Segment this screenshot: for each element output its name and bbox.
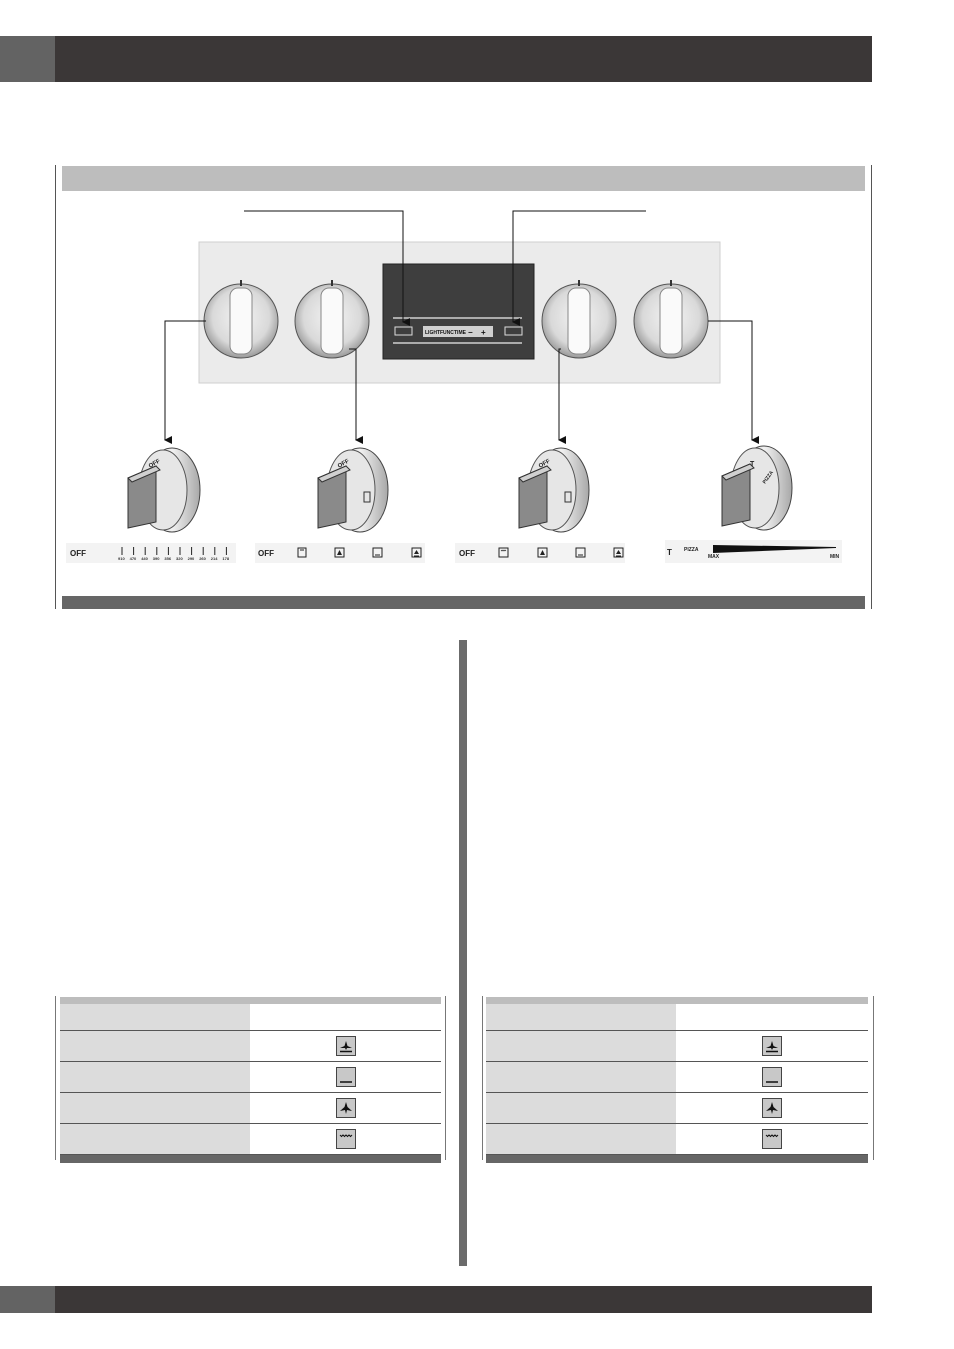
table-row xyxy=(60,1092,441,1124)
temp-tick-label: 910 xyxy=(118,556,125,561)
detail-knob-3: OFF xyxy=(518,447,590,533)
power-wedge xyxy=(713,545,836,553)
scale-min-label: MIN xyxy=(830,554,840,560)
table-row xyxy=(60,1061,441,1093)
knob-t-label: T xyxy=(750,461,755,468)
callout-line-left xyxy=(244,210,410,326)
table-row xyxy=(486,1030,868,1062)
table-row xyxy=(486,1061,868,1093)
bottom-heat-icon xyxy=(335,1067,356,1087)
callout-line-right xyxy=(512,210,646,326)
knob-off-label: OFF xyxy=(337,458,351,469)
function-table-right xyxy=(486,997,868,1163)
table-row xyxy=(486,1123,868,1155)
table-row xyxy=(60,1030,441,1062)
scale-strip-1: OFF 910 470 440 390 356 320 290 260 214 178 xyxy=(66,543,236,563)
table-top-bar xyxy=(60,997,441,1004)
table-row xyxy=(60,1123,441,1155)
temp-tick-label: 290 xyxy=(188,556,195,561)
table-top-bar xyxy=(486,997,868,1004)
footer-bar xyxy=(55,1286,872,1313)
knob-off-label: OFF xyxy=(148,458,162,469)
scale-off-label: OFF xyxy=(459,549,475,558)
display-func-label: FUNC xyxy=(440,330,454,336)
header-bar xyxy=(55,36,872,82)
scale-strip-2: OFF xyxy=(255,543,425,563)
electronic-display: LIGHT FUNC TIME − + xyxy=(382,263,535,360)
callout-knob-2 xyxy=(349,348,363,444)
function-table-left-frame xyxy=(55,996,446,1160)
function-table-left xyxy=(60,997,441,1163)
panel-knob-2 xyxy=(294,280,370,359)
callout-knob-4 xyxy=(708,320,759,444)
figure-bottom-bar xyxy=(62,596,865,609)
figure-title-bar xyxy=(62,166,865,191)
scale-strip-3: OFF xyxy=(455,543,625,563)
bottom-heat-icon xyxy=(762,1067,782,1087)
scale-max-label: MAX xyxy=(708,554,720,560)
panel-knob-4 xyxy=(633,280,709,359)
header-tab xyxy=(0,36,55,82)
scale-t-label: T xyxy=(667,548,672,557)
table-row xyxy=(486,1092,868,1124)
table-header-row xyxy=(486,1004,868,1031)
table-header-row xyxy=(60,1004,441,1031)
temp-tick-label: 356 xyxy=(164,556,171,561)
temp-tick-label: 470 xyxy=(130,556,137,561)
panel-knob-3 xyxy=(541,280,617,359)
fan-icon xyxy=(762,1098,782,1118)
control-panel-illustration: LIGHT FUNC TIME − + OFF xyxy=(66,210,842,563)
table-bottom-bar xyxy=(486,1155,868,1163)
panel-knob-1 xyxy=(203,280,279,359)
detail-knob-2: OFF xyxy=(317,447,389,533)
table-bottom-bar xyxy=(60,1155,441,1163)
scale-strip-4: T PIZZA MAX MIN xyxy=(665,540,842,563)
display-minus-label: − xyxy=(468,328,473,337)
temp-tick-label: 178 xyxy=(222,556,229,561)
display-plus-label: + xyxy=(481,328,486,337)
function-table-right-frame xyxy=(482,996,874,1160)
knob-off-label: OFF xyxy=(538,458,552,469)
detail-knob-4: T PIZZA xyxy=(721,445,793,531)
temp-tick-label: 390 xyxy=(153,556,160,561)
grill-icon xyxy=(762,1129,782,1149)
scale-off-label: OFF xyxy=(70,549,86,558)
display-time-label: TIME xyxy=(454,330,467,336)
detail-knob-1: OFF xyxy=(127,447,201,533)
control-panel-figure xyxy=(55,165,872,609)
grill-icon xyxy=(335,1129,356,1149)
column-divider xyxy=(459,640,467,1266)
scale-off-label: OFF xyxy=(258,549,274,558)
temp-tick-label: 440 xyxy=(141,556,148,561)
footer-tab xyxy=(0,1286,55,1313)
fan-bottom-heat-icon xyxy=(762,1036,782,1056)
temp-tick-label: 214 xyxy=(211,556,218,561)
callout-knob-3 xyxy=(558,348,566,444)
callout-knob-1 xyxy=(164,320,206,444)
display-light-label: LIGHT xyxy=(425,330,440,336)
fan-bottom-heat-icon xyxy=(335,1036,356,1056)
scale-pizza-label: PIZZA xyxy=(684,547,699,553)
temp-tick-label: 260 xyxy=(199,556,206,561)
temp-tick-label: 320 xyxy=(176,556,183,561)
fan-icon xyxy=(335,1098,356,1118)
